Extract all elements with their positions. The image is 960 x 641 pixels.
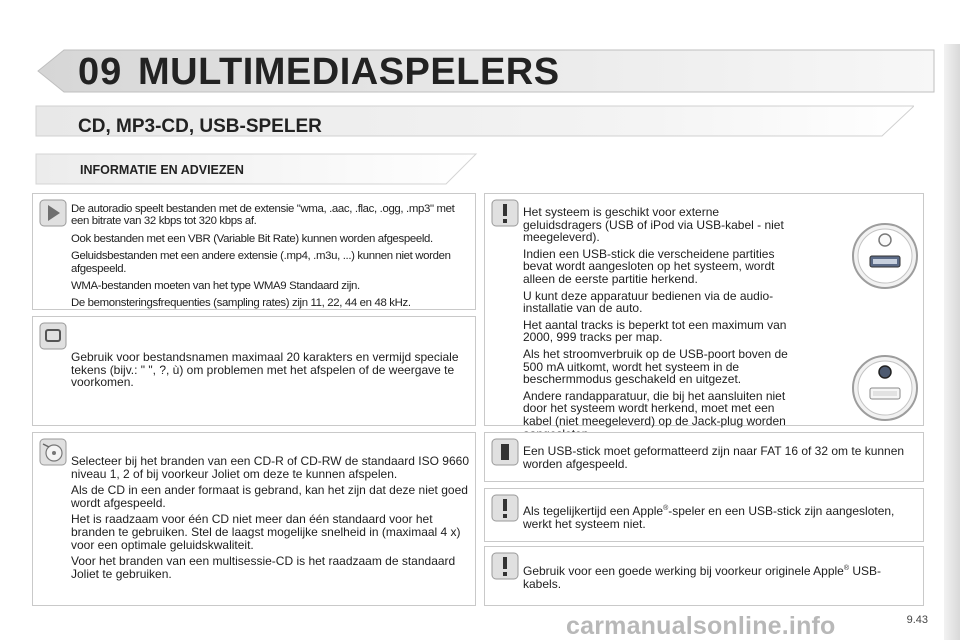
formats-paragraph: De autoradio speelt bestanden met de ext… xyxy=(71,203,455,228)
warning-icon xyxy=(491,552,519,580)
burning-paragraph: Als de CD in een ander formaat is gebran… xyxy=(71,483,468,510)
formats-paragraph: WMA-bestanden moeten van het type WMA9 S… xyxy=(71,280,360,293)
chapter-number: 09 xyxy=(78,51,123,93)
info-panel-fat: Een USB-stick moet geformatteerd zijn na… xyxy=(484,432,924,482)
formats-paragraph: Geluidsbestanden met een andere extensie… xyxy=(71,250,451,275)
subsection-bar xyxy=(34,152,478,186)
cables-text: Gebruik voor een goede werking bij voork… xyxy=(523,565,913,594)
page-number: 9.43 xyxy=(906,614,928,626)
usb-warning-text: Het systeem is geschikt voor externe gel… xyxy=(523,206,801,444)
warning-panel-apple: Als tegelijkertijd een Apple®-speler en … xyxy=(484,488,924,542)
fat-paragraph: Een USB-stick moet geformatteerd zijn na… xyxy=(523,444,905,471)
info-panel-filenames: Gebruik voor bestandsnamen maximaal 20 k… xyxy=(32,316,476,426)
info-panel-formats: De autoradio speelt bestanden met de ext… xyxy=(32,193,476,310)
burning-paragraph: Selecteer bij het branden van een CD-R o… xyxy=(71,454,469,481)
cables-text-start: Gebruik voor een goede werking bij voork… xyxy=(523,564,844,578)
screen-icon xyxy=(39,322,67,350)
formats-paragraph: Ook bestanden met een VBR (Variable Bit … xyxy=(71,232,433,245)
formats-text: De autoradio speelt bestanden met de ext… xyxy=(71,203,471,315)
watermark: carmanualsonline.info xyxy=(566,612,836,640)
subsection-title: INFORMATIE EN ADVIEZEN xyxy=(80,163,244,177)
usb-warning-paragraph: Als het stroomverbruik op de USB-poort b… xyxy=(523,346,788,387)
apple-text: Als tegelijkertijd een Apple®-speler en … xyxy=(523,505,921,534)
burning-paragraph: Voor het branden van een multisessie-CD … xyxy=(71,554,456,581)
warning-panel-usb: Het systeem is geschikt voor externe gel… xyxy=(484,193,924,440)
header-bar xyxy=(34,48,936,94)
apple-text-start: Als tegelijkertijd een Apple xyxy=(523,504,664,518)
usb-warning-paragraph: Het systeem is geschikt voor externe gel… xyxy=(523,205,784,245)
section-title: CD, MP3-CD, USB-SPELER xyxy=(78,116,322,137)
filenames-paragraph: Gebruik voor bestandsnamen maximaal 20 k… xyxy=(71,350,459,390)
disc-icon xyxy=(39,438,67,466)
warning-icon xyxy=(491,199,519,227)
apple-paragraph: Als tegelijkertijd een Apple®-speler en … xyxy=(523,505,921,530)
burning-paragraph: Het is raadzaam voor één CD niet meer da… xyxy=(71,512,461,552)
cables-text-end: USB-kabels. xyxy=(523,564,882,591)
registered-mark: ® xyxy=(843,565,850,572)
usb-warning-paragraph: Andere randapparatuur, die bij het aansl… xyxy=(523,388,786,439)
usb-port-illustration xyxy=(851,222,919,290)
registered-mark: ® xyxy=(663,505,669,512)
chapter-title: MULTIMEDIASPELERS xyxy=(138,51,560,93)
info-panel-burning: Selecteer bij het branden van een CD-R o… xyxy=(32,432,476,606)
usb-port-illustration xyxy=(851,354,919,422)
arrow-play-icon xyxy=(39,199,67,227)
usb-warning-paragraph: Het aantal tracks is beperkt tot een max… xyxy=(523,317,787,345)
usb-warning-paragraph: U kunt deze apparatuur bedienen via de a… xyxy=(523,288,774,316)
info-bar-icon xyxy=(491,438,519,466)
warning-panel-cables: Gebruik voor een goede werking bij voork… xyxy=(484,546,924,606)
warning-icon xyxy=(491,494,519,522)
cables-paragraph: Gebruik voor een goede werking bij voork… xyxy=(523,565,913,590)
usb-warning-paragraph: Indien een USB-stick die verscheidene pa… xyxy=(523,246,775,286)
apple-text-end: -speler en een USB-stick zijn aangeslote… xyxy=(523,504,895,531)
formats-paragraph: De bemonsteringsfrequenties (sampling ra… xyxy=(71,297,411,310)
page-edge-strip xyxy=(944,44,960,640)
filenames-text: Gebruik voor bestandsnamen maximaal 20 k… xyxy=(71,351,469,393)
fat-text: Een USB-stick moet geformatteerd zijn na… xyxy=(523,445,913,474)
burning-text: Selecteer bij het branden van een CD-R o… xyxy=(71,455,471,584)
